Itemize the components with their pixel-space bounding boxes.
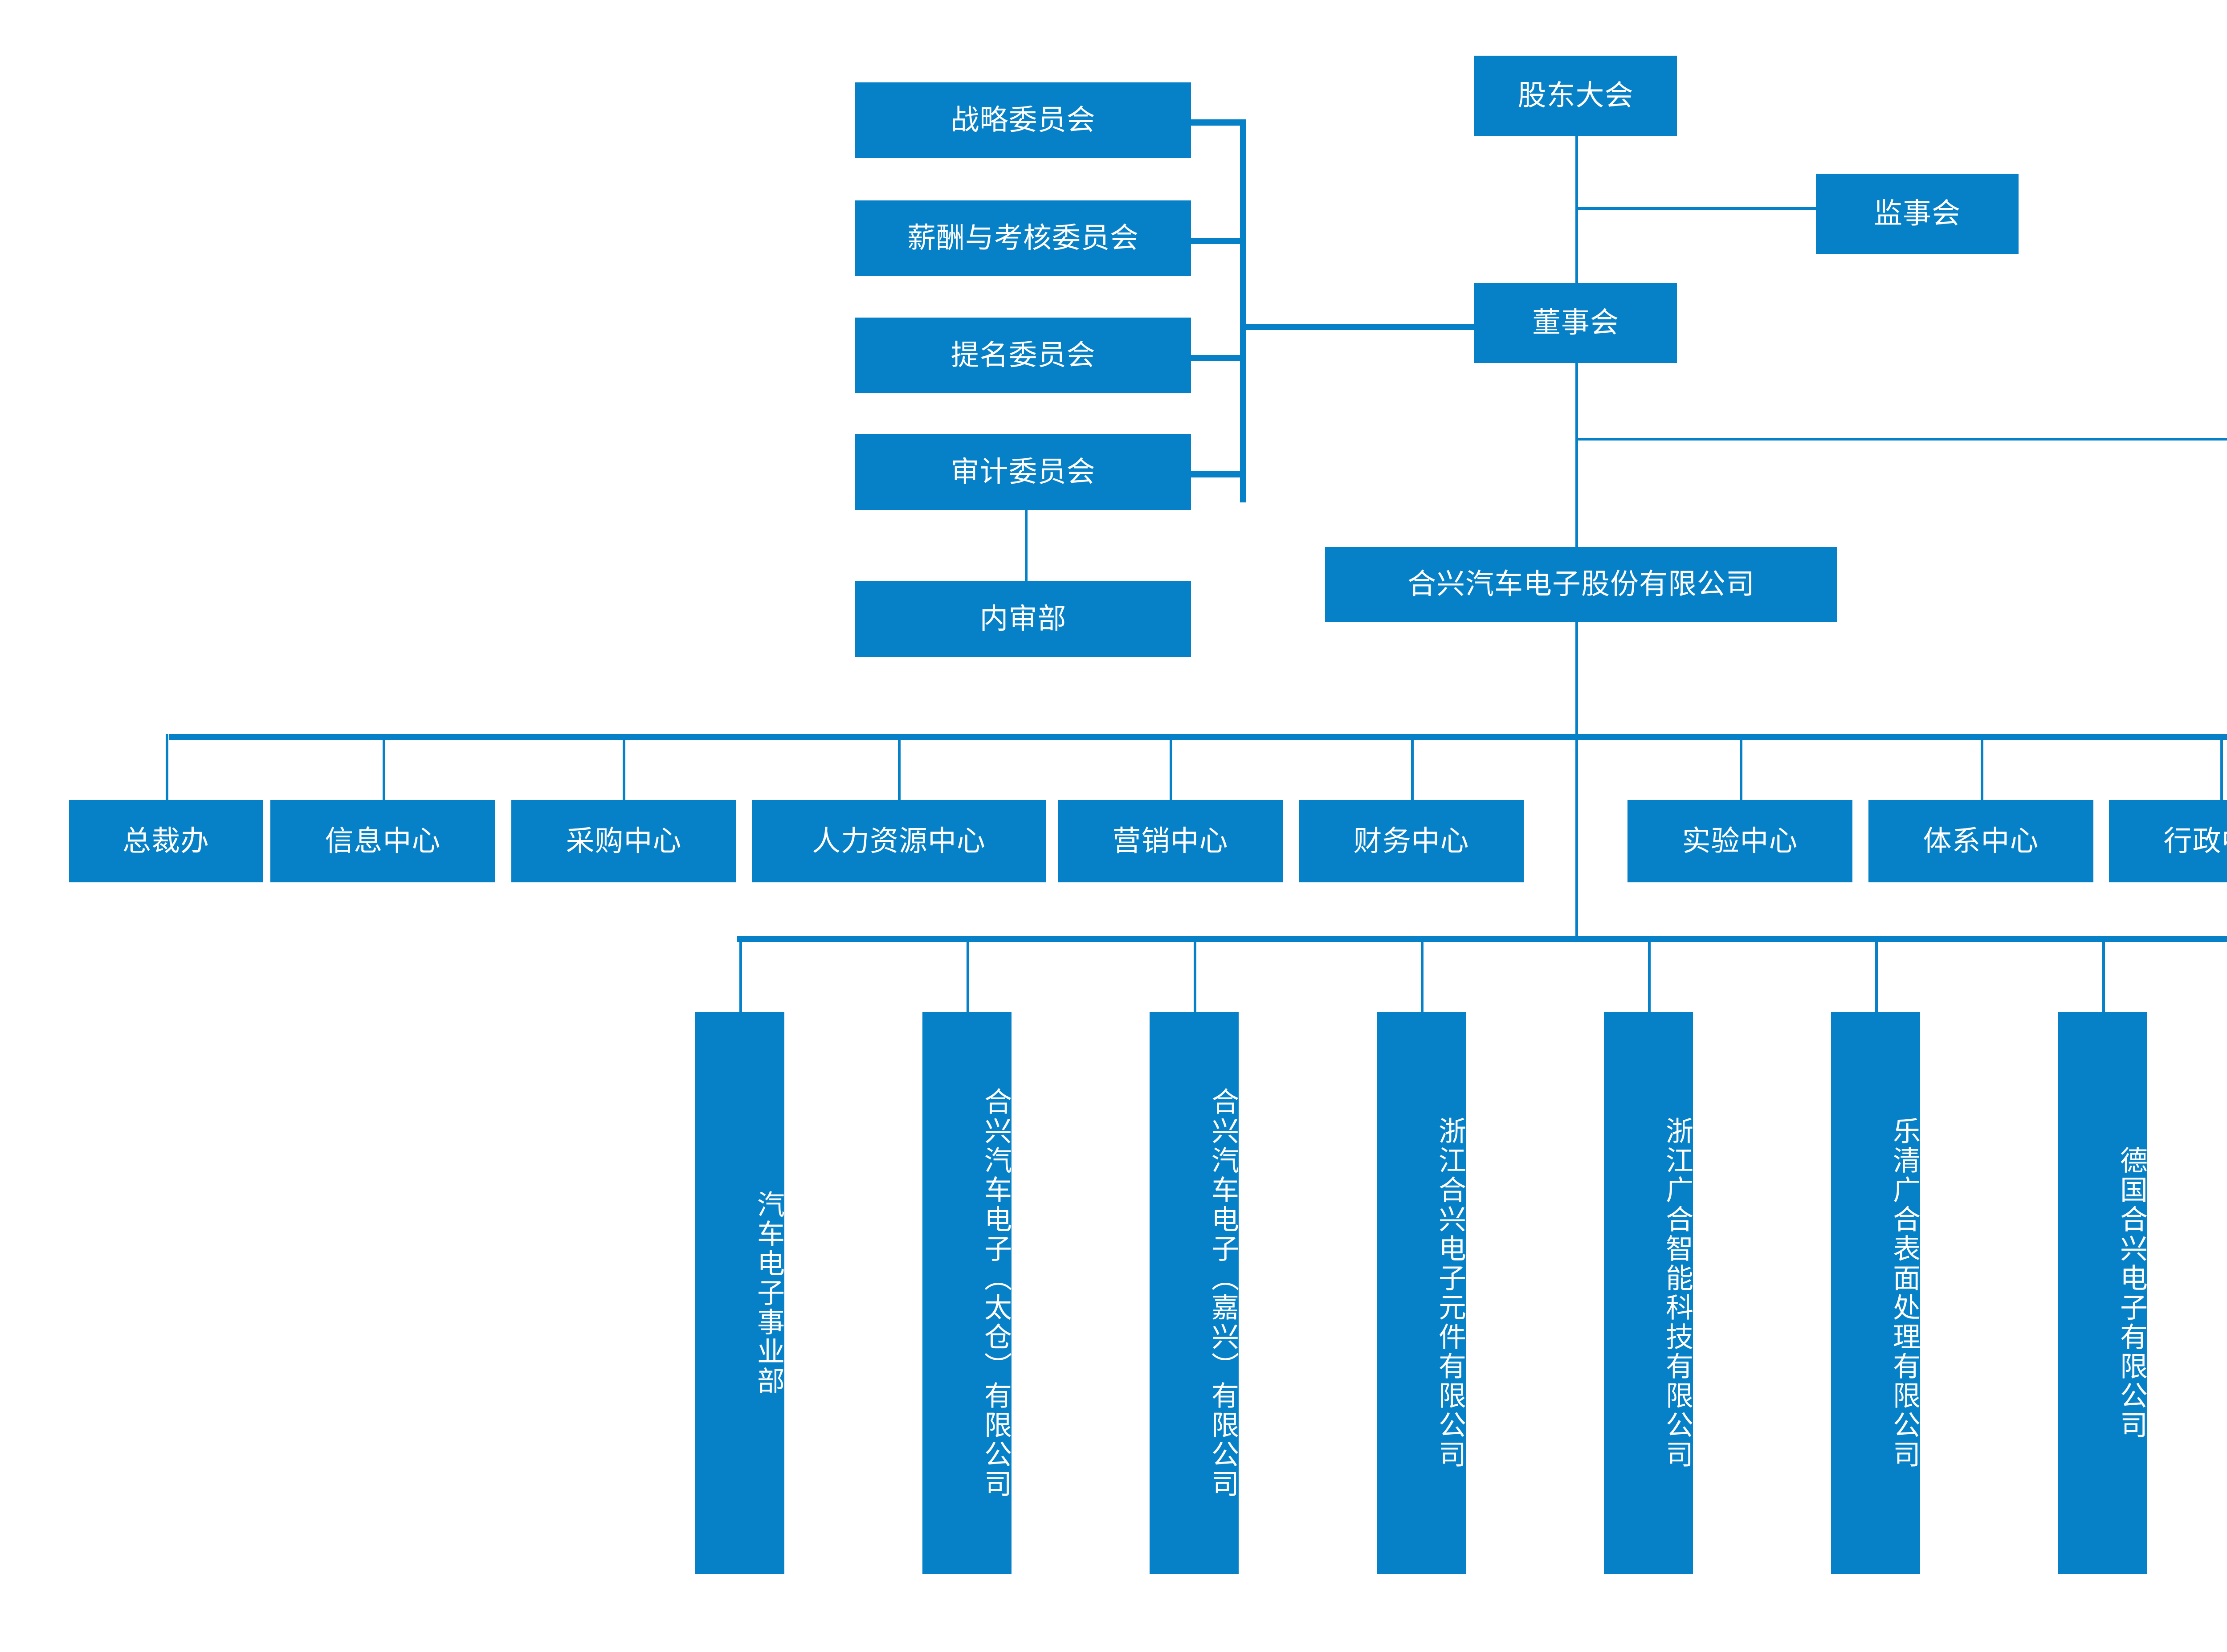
line-committee-bus-to-board xyxy=(1243,324,1479,330)
line-shareholders-to-board xyxy=(1575,136,1578,323)
node-subsidiary-3[interactable]: 合兴汽车电子（嘉兴）有限公司 xyxy=(1150,1012,1239,1574)
node-subsidiary-4[interactable]: 浙江合兴电子元件有限公司 xyxy=(1377,1012,1466,1574)
line-dept-drop-2 xyxy=(383,734,385,802)
node-committee-nomination[interactable]: 提名委员会 xyxy=(855,318,1191,393)
line-company-to-dept-bus xyxy=(1575,621,1578,737)
line-committee-stub-2 xyxy=(1191,238,1246,244)
node-committee-strategy[interactable]: 战略委员会 xyxy=(855,82,1191,158)
line-dept-drop-9 xyxy=(2220,734,2223,802)
node-dept-information-center[interactable]: 信息中心 xyxy=(270,800,495,882)
node-dept-procurement-center[interactable]: 采购中心 xyxy=(511,800,736,882)
line-committee-stub-4 xyxy=(1191,471,1246,477)
line-subsidiary-bus xyxy=(737,936,2227,942)
node-dept-marketing-center[interactable]: 营销中心 xyxy=(1058,800,1283,882)
node-shareholders-meeting[interactable]: 股东大会 xyxy=(1474,56,1677,136)
line-sub-drop-7 xyxy=(2102,936,2105,1014)
line-board-to-company xyxy=(1575,363,1578,568)
line-sub-drop-2 xyxy=(967,936,969,1014)
line-dept-drop-4 xyxy=(898,734,901,802)
line-audit-committee-to-internal-audit xyxy=(1025,494,1028,583)
node-supervisory-board[interactable]: 监事会 xyxy=(1816,174,2019,254)
line-dept-drop-5 xyxy=(1170,734,1172,802)
node-subsidiary-5[interactable]: 浙江广合智能科技有限公司 xyxy=(1604,1012,1693,1574)
node-committee-audit[interactable]: 审计委员会 xyxy=(855,434,1191,510)
node-subsidiary-1[interactable]: 汽车电子事业部 xyxy=(695,1012,784,1574)
line-company-to-subsidiary-bus xyxy=(1575,737,1578,938)
node-dept-administration-center[interactable]: 行政中心 xyxy=(2109,800,2227,882)
line-dept-drop-8 xyxy=(1981,734,1983,802)
line-committee-stub-1 xyxy=(1191,119,1246,126)
node-subsidiary-6[interactable]: 乐清广合表面处理有限公司 xyxy=(1831,1012,1920,1574)
line-dept-drop-7 xyxy=(1740,734,1742,802)
node-subsidiary-2[interactable]: 合兴汽车电子（太仓）有限公司 xyxy=(922,1012,1012,1574)
line-board-to-office-h xyxy=(1575,438,2227,441)
line-department-bus xyxy=(169,734,2227,740)
line-dept-drop-6 xyxy=(1411,734,1414,802)
node-subsidiary-7[interactable]: 德国合兴电子有限公司 xyxy=(2058,1012,2147,1574)
node-internal-audit-dept[interactable]: 内审部 xyxy=(855,581,1191,657)
line-committee-stub-3 xyxy=(1191,355,1246,361)
line-sub-drop-3 xyxy=(1194,936,1196,1014)
node-dept-system-center[interactable]: 体系中心 xyxy=(1868,800,2093,882)
line-sub-drop-6 xyxy=(1875,936,1878,1014)
node-dept-finance-center[interactable]: 财务中心 xyxy=(1299,800,1524,882)
node-dept-presidents-office[interactable]: 总裁办 xyxy=(69,800,263,882)
line-sub-drop-1 xyxy=(739,936,742,1014)
line-sub-drop-5 xyxy=(1648,936,1651,1014)
line-sub-drop-4 xyxy=(1421,936,1423,1014)
node-committee-compensation[interactable]: 薪酬与考核委员会 xyxy=(855,200,1191,276)
node-company[interactable]: 合兴汽车电子股份有限公司 xyxy=(1325,547,1837,622)
line-committee-bus xyxy=(1240,119,1246,502)
node-dept-lab-center[interactable]: 实验中心 xyxy=(1627,800,1852,882)
line-dept-drop-3 xyxy=(623,734,625,802)
line-shareholders-to-supervisory xyxy=(1575,207,1816,210)
node-board-of-directors[interactable]: 董事会 xyxy=(1474,283,1677,363)
line-dept-drop-1 xyxy=(166,734,168,802)
node-dept-hr-center[interactable]: 人力资源中心 xyxy=(752,800,1046,882)
